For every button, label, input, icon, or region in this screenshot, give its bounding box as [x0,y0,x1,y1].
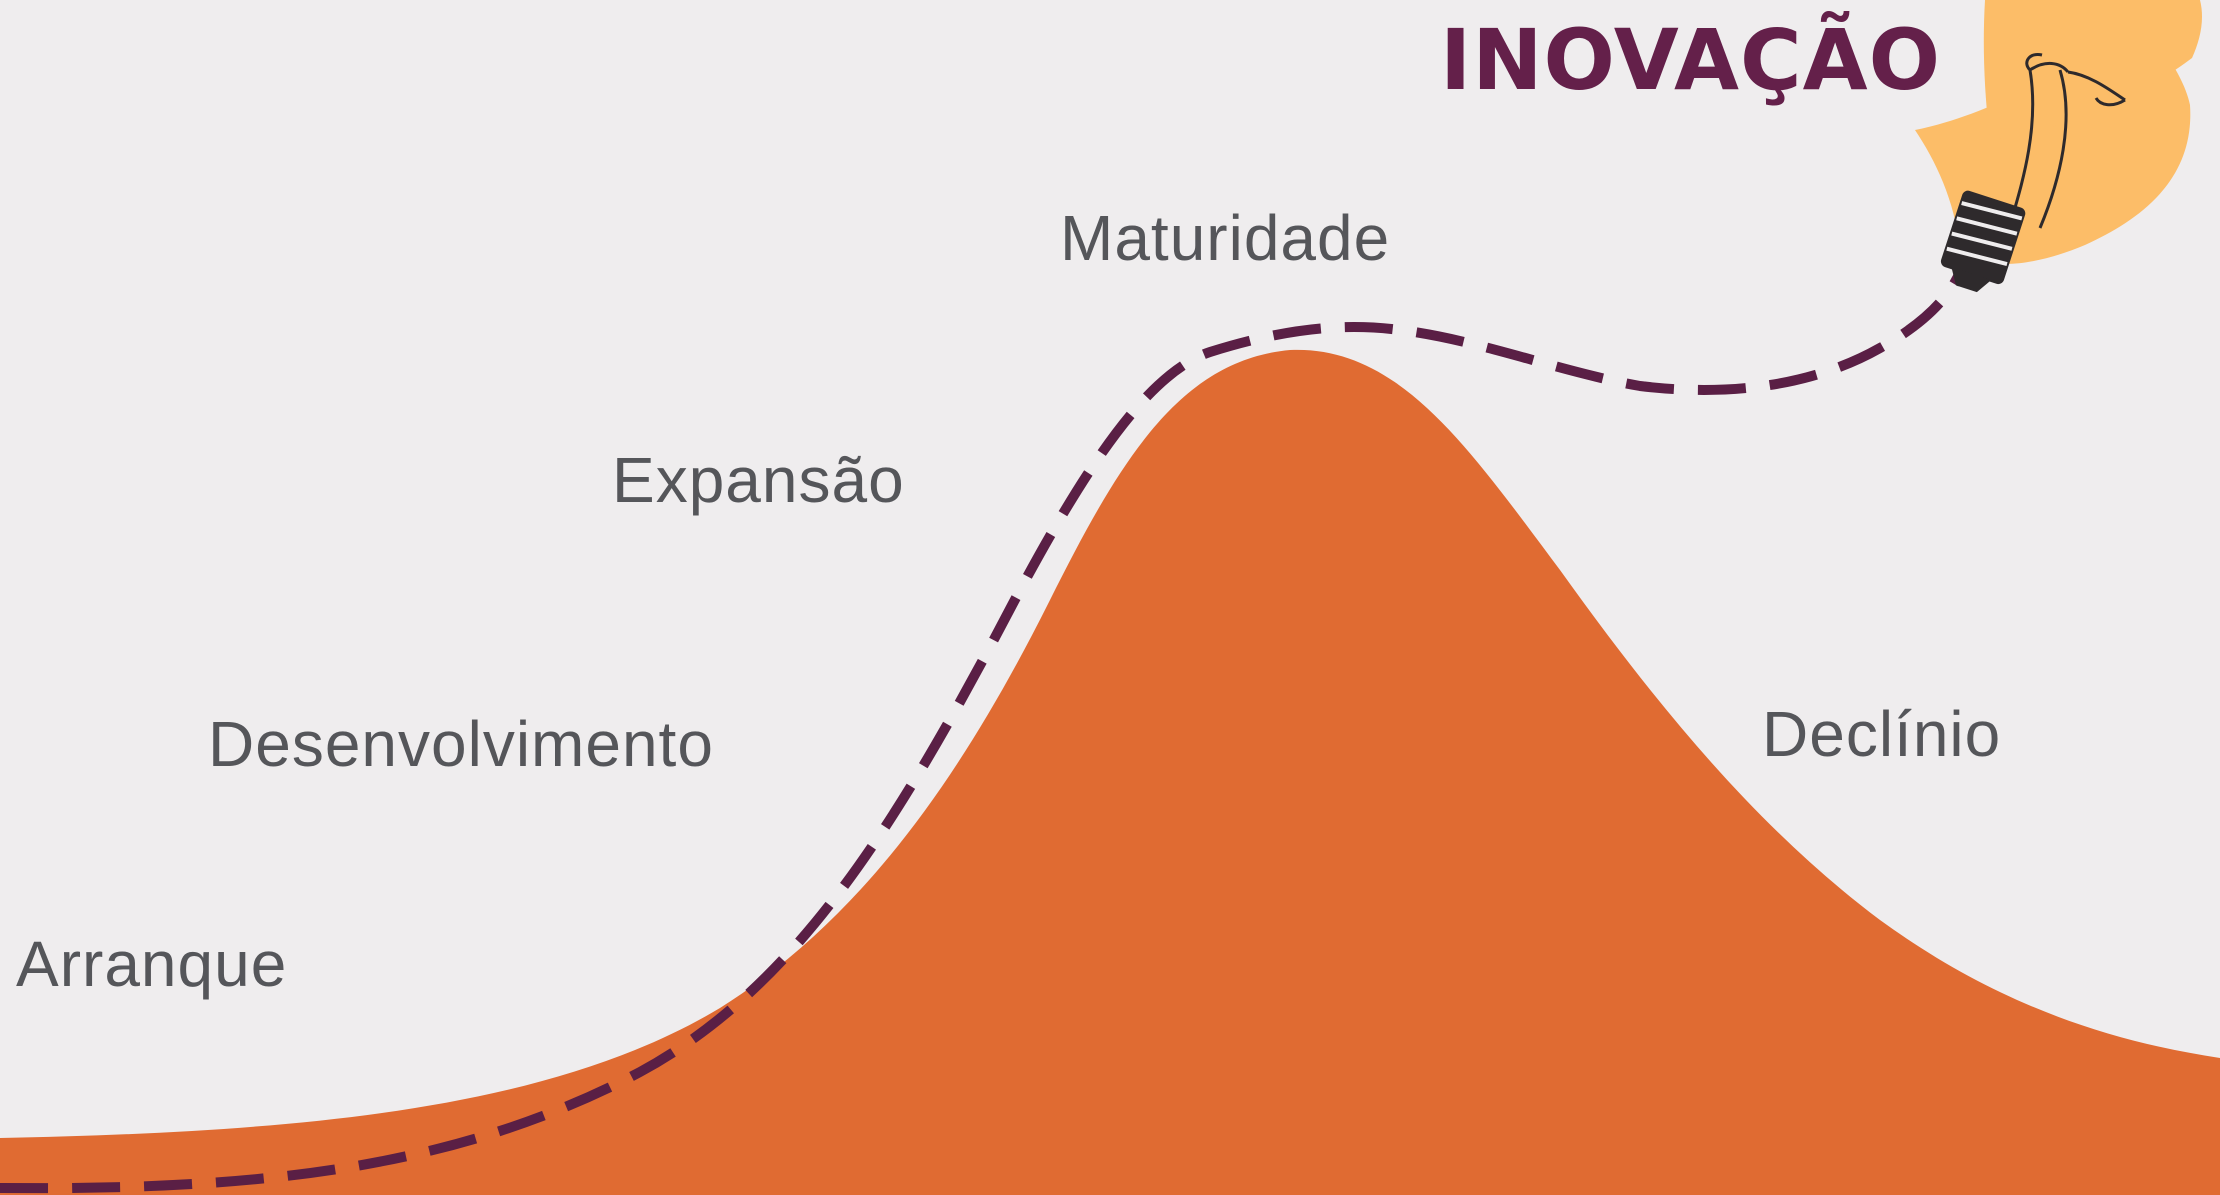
innovation-path [0,269,1965,1194]
lightbulb-icon [1915,0,2203,293]
lifecycle-curve [0,349,2220,1195]
diagram-title: INOVAÇÃO [1440,11,1942,109]
stage-label-desenvolvimento: Desenvolvimento [208,708,714,780]
stage-label-arranque: Arranque [16,928,288,1000]
stage-label-maturidade: Maturidade [1060,202,1391,274]
stage-label-declinio: Declínio [1762,698,2002,770]
stage-label-expansao: Expansão [612,444,905,516]
